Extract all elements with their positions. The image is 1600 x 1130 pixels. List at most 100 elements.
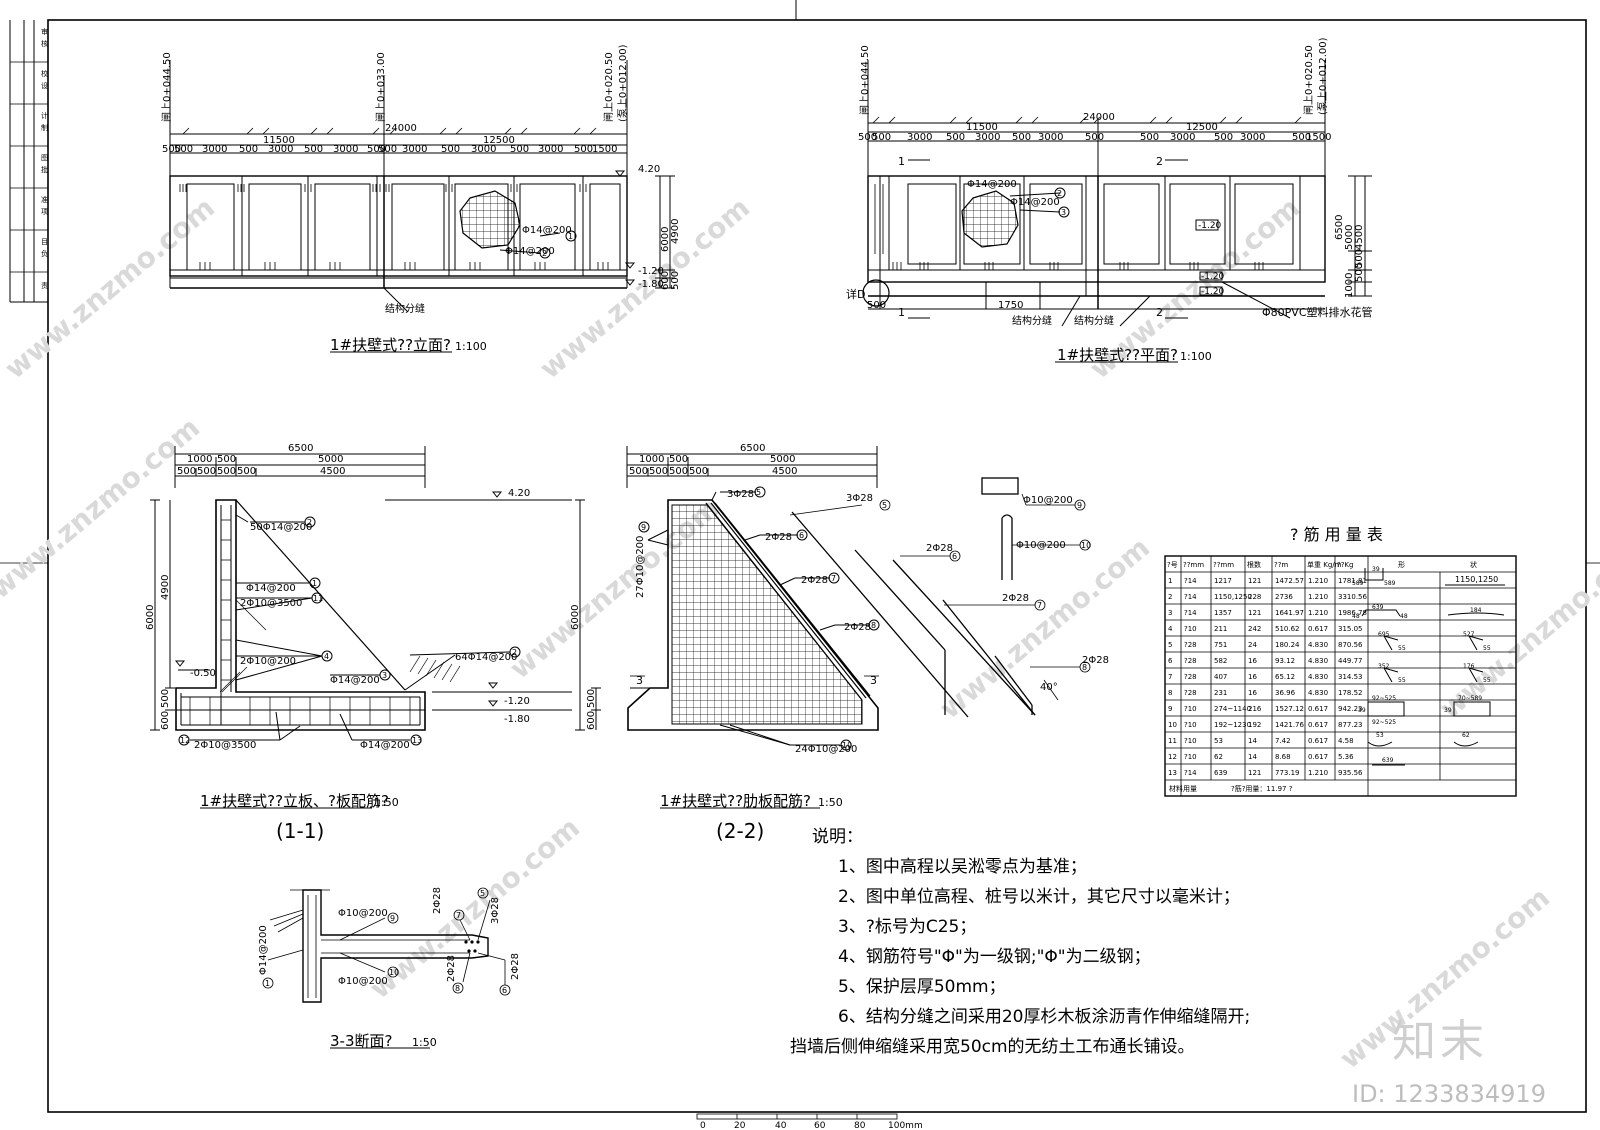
- svg-text:2Φ28: 2Φ28: [446, 955, 457, 982]
- svg-text:12500: 12500: [1186, 122, 1218, 133]
- callout-circle: [539, 247, 551, 259]
- svg-text:53: 53: [1376, 732, 1384, 739]
- svg-text:39: 39: [1358, 707, 1366, 714]
- svg-text:2: 2: [1156, 306, 1163, 319]
- svg-text:500: 500: [197, 466, 216, 477]
- svg-text:2Φ28: 2Φ28: [926, 543, 953, 554]
- table-cell: 121: [1248, 609, 1261, 617]
- table-cell: 1.210: [1308, 609, 1328, 617]
- svg-text:3000: 3000: [1038, 132, 1063, 143]
- svg-text:1000: 1000: [639, 454, 664, 465]
- table-cell: 24: [1248, 641, 1257, 649]
- table-cell: 1150,1250: [1214, 593, 1252, 601]
- svg-text:闸上0+020.50: 闸上0+020.50: [1302, 45, 1315, 115]
- svg-text:3000: 3000: [1170, 132, 1195, 143]
- table-cell: 449.77: [1338, 657, 1363, 665]
- table-cell: 582: [1214, 657, 1227, 665]
- svg-text:6000: 6000: [145, 605, 156, 630]
- svg-text:结构分缝: 结构分缝: [385, 302, 425, 315]
- svg-text:500: 500: [1292, 132, 1311, 143]
- svg-text:500: 500: [669, 466, 688, 477]
- svg-text:500: 500: [1012, 132, 1031, 143]
- table-cell: 0.617: [1308, 721, 1328, 729]
- table-cell: ?28: [1184, 641, 1197, 649]
- svg-text:6000: 6000: [570, 605, 581, 630]
- note-item: 2、图中单位高程、桩号以米计，其它尺寸以毫米计；: [838, 887, 1240, 907]
- svg-text:10: 10: [842, 741, 852, 750]
- section-1-1-hatch: [189, 519, 461, 725]
- section-2-2-tag: (2-2): [716, 819, 764, 843]
- table-cell: 773.19: [1275, 769, 1300, 777]
- table-cell: 6: [1168, 657, 1173, 665]
- svg-text:3000: 3000: [333, 144, 358, 155]
- svg-text:制: 制: [41, 123, 48, 132]
- svg-text:527: 527: [1463, 631, 1475, 638]
- table-cell: 274~1140: [1214, 705, 1251, 713]
- note-item-last: 挡墙后侧伸缩缝采用宽50cm的无纺土工布通长铺设。: [790, 1037, 1195, 1057]
- table-cell: 192: [1248, 721, 1261, 729]
- table-cell: 7.42: [1275, 737, 1291, 745]
- svg-text:-1.20: -1.20: [504, 696, 530, 707]
- elevation-tick-marks: [179, 127, 609, 270]
- table-cell: 9: [1168, 705, 1172, 713]
- table-cell: 8.68: [1275, 753, 1291, 761]
- svg-text:4500: 4500: [772, 466, 797, 477]
- svg-text:2: 2: [512, 648, 517, 657]
- table-cell: 935.56: [1338, 769, 1363, 777]
- note-item: 1、图中高程以吴淞零点为基准；: [838, 857, 1087, 877]
- svg-text:3: 3: [870, 674, 877, 687]
- table-cell: 510.62: [1275, 625, 1300, 633]
- table-cell: 192~1230: [1214, 721, 1251, 729]
- svg-text:500: 500: [441, 144, 460, 155]
- svg-text:Φ10@200: Φ10@200: [338, 976, 388, 987]
- svg-text:Φ14@200: Φ14@200: [505, 246, 555, 257]
- table-header-cell: 状: [1470, 560, 1477, 569]
- svg-text:1:50: 1:50: [374, 796, 399, 809]
- svg-text:Φ14@200: Φ14@200: [246, 583, 296, 594]
- svg-text:352: 352: [1378, 663, 1390, 670]
- svg-text:500: 500: [649, 466, 668, 477]
- svg-text:1:50: 1:50: [818, 796, 843, 809]
- svg-text:12500: 12500: [483, 135, 515, 146]
- svg-text:3Φ28: 3Φ28: [490, 897, 501, 924]
- svg-text:5000: 5000: [318, 454, 343, 465]
- table-cell: ?10: [1184, 737, 1197, 745]
- svg-text:Φ10@200: Φ10@200: [1016, 540, 1066, 551]
- title-block-labels: 审 核 校 设 计 制 图 批 准 项 目 负 责: [41, 27, 48, 290]
- svg-text:3000: 3000: [538, 144, 563, 155]
- svg-text:0: 0: [700, 1121, 706, 1130]
- svg-text:70~589: 70~589: [1458, 695, 1482, 702]
- svg-text:Φ10@200: Φ10@200: [338, 908, 388, 919]
- table-cell: ?10: [1184, 705, 1197, 713]
- table-cell: 53: [1214, 737, 1223, 745]
- rebar-table-shapes: [1361, 568, 1505, 766]
- svg-text:500: 500: [217, 466, 236, 477]
- svg-text:6: 6: [502, 986, 507, 995]
- svg-text:2: 2: [307, 518, 312, 527]
- svg-text:闸上0+044.50: 闸上0+044.50: [160, 52, 173, 122]
- table-cell: ?14: [1184, 593, 1197, 601]
- svg-text:24000: 24000: [385, 123, 417, 134]
- svg-text:64Φ14@200: 64Φ14@200: [455, 652, 517, 663]
- svg-text:500: 500: [1214, 132, 1233, 143]
- table-cell: 1421.76: [1275, 721, 1304, 729]
- svg-text:55: 55: [1398, 645, 1406, 652]
- rebar-table-title: ? 筋 用 量 表: [1290, 525, 1383, 544]
- svg-text:3000: 3000: [471, 144, 496, 155]
- svg-text:55: 55: [1483, 677, 1491, 684]
- svg-text:60: 60: [814, 1121, 826, 1130]
- note-item: 4、钢筋符号"Φ"为一级钢;"Φ"为二级钢；: [838, 947, 1151, 967]
- svg-text:详D: 详D: [846, 287, 865, 301]
- svg-text:2: 2: [1057, 189, 1062, 198]
- table-cell: 211: [1214, 625, 1227, 633]
- table-cell: 8: [1168, 689, 1172, 697]
- section-1-1-tag: (1-1): [276, 819, 324, 843]
- table-cell: 1781.81: [1338, 577, 1367, 585]
- table-cell: 5.36: [1338, 753, 1354, 761]
- table-header-cell: 单重 Kg/m: [1307, 560, 1342, 569]
- svg-text:500: 500: [858, 132, 877, 143]
- svg-text:9: 9: [390, 914, 395, 923]
- watermark-brand: 知末: [1392, 1016, 1488, 1067]
- table-header-cell: ?号: [1167, 561, 1178, 569]
- scale-bar: 0 20 40 60 80 100mm: [696, 1113, 923, 1130]
